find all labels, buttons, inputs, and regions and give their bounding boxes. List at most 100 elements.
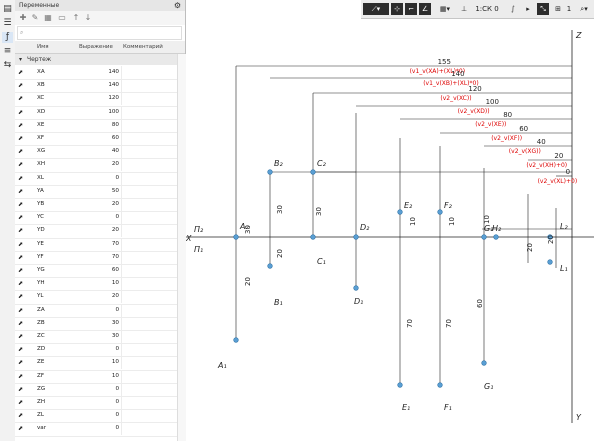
variable-name[interactable]: XD [37, 108, 46, 115]
variable-name[interactable]: YC [37, 214, 45, 221]
drawing-canvas[interactable]: ZXYП₂П₁155(v1_v(XA)+(XL)*0)140(v1_v(XB)+… [186, 18, 594, 441]
variable-value[interactable]: 20 [111, 293, 119, 300]
variable-value[interactable]: 70 [111, 240, 119, 247]
variable-value[interactable]: 70 [111, 253, 119, 260]
point-marker[interactable] [437, 209, 443, 215]
variable-value[interactable]: 40 [111, 148, 119, 155]
variable-name[interactable]: ZL [37, 412, 44, 419]
variable-name[interactable]: ZG [37, 385, 46, 392]
variable-comment[interactable] [121, 250, 178, 264]
line-style-button[interactable]: ⟋▾ [363, 3, 389, 15]
point-marker[interactable] [437, 382, 443, 388]
variable-comment[interactable] [121, 224, 178, 238]
variable-comment[interactable] [121, 396, 178, 409]
coordinate-system-select[interactable]: 1:СК 0 [475, 5, 499, 13]
variable-name[interactable]: YE [37, 240, 44, 247]
ortho-button[interactable]: ⌐ [405, 3, 417, 15]
point-marker[interactable] [267, 263, 273, 269]
variable-comment[interactable] [121, 237, 178, 251]
variable-name[interactable]: XC [37, 95, 45, 102]
variable-value[interactable]: 0 [115, 214, 119, 221]
tangent-button[interactable]: ∠ [419, 3, 431, 15]
variable-value[interactable]: 60 [111, 267, 119, 273]
variable-name[interactable]: XG [37, 148, 46, 155]
variable-name[interactable]: ZC [37, 333, 45, 339]
variable-value[interactable]: 10 [111, 372, 119, 379]
variable-comment[interactable] [121, 422, 178, 436]
move-down-icon[interactable]: ↓ [84, 13, 92, 22]
point-marker[interactable] [353, 285, 359, 291]
variable-name[interactable]: XE [37, 121, 45, 128]
variable-comment[interactable] [121, 290, 178, 304]
point-marker[interactable] [547, 259, 553, 265]
point-marker[interactable] [353, 234, 359, 240]
move-up-icon[interactable]: ↑ [72, 13, 80, 22]
point-marker[interactable] [310, 234, 316, 240]
variable-name[interactable]: YB [37, 201, 45, 207]
point-marker[interactable] [481, 234, 487, 240]
variable-comment[interactable] [121, 356, 178, 370]
snap-button[interactable]: ⊹ [391, 3, 403, 15]
point-marker[interactable] [233, 337, 239, 343]
curve-icon[interactable]: ∫ [511, 5, 515, 13]
variable-name[interactable]: ZE [37, 359, 45, 366]
filter-icon[interactable]: ▭ [58, 13, 66, 22]
step-value[interactable]: 1 [566, 5, 572, 13]
add-variable-icon[interactable]: ✚ [19, 13, 27, 22]
point-marker[interactable] [493, 234, 499, 240]
variable-name[interactable]: XB [37, 82, 45, 89]
variable-comment[interactable] [121, 277, 178, 291]
variable-name[interactable]: XH [37, 161, 46, 168]
variable-comment[interactable] [121, 343, 178, 357]
chevron-down-icon[interactable]: ▾ [19, 56, 23, 63]
header-name[interactable]: Имя [37, 44, 49, 50]
search-input[interactable]: ⌕ [17, 26, 182, 40]
variable-name[interactable]: YA [37, 187, 44, 194]
variable-value[interactable]: 50 [111, 187, 119, 194]
variable-value[interactable]: 80 [111, 121, 119, 128]
variable-name[interactable]: YH [37, 280, 45, 287]
point-marker[interactable] [481, 360, 487, 366]
variable-name[interactable]: ZH [37, 399, 46, 405]
variable-value[interactable]: 20 [111, 227, 119, 234]
variable-value[interactable]: 100 [108, 108, 119, 115]
align-icon[interactable]: ▸ [526, 5, 530, 13]
variable-value[interactable]: 10 [111, 280, 119, 287]
variable-comment[interactable] [121, 316, 178, 330]
properties-icon[interactable]: ☰ [3, 18, 12, 28]
panel-scrollbar[interactable] [177, 54, 186, 441]
variable-comment[interactable] [121, 211, 178, 225]
variable-name[interactable]: YL [37, 293, 44, 300]
point-marker[interactable] [267, 169, 273, 175]
variable-comment[interactable] [121, 158, 178, 172]
variable-value[interactable]: 0 [115, 385, 119, 392]
variable-comment[interactable] [121, 171, 178, 185]
variable-value[interactable]: 140 [108, 82, 119, 89]
variable-value[interactable]: 0 [115, 174, 119, 181]
variable-value[interactable]: 0 [115, 412, 119, 419]
variable-comment[interactable] [121, 79, 178, 93]
variable-value[interactable]: 0 [115, 306, 119, 313]
variable-value[interactable]: 0 [115, 346, 119, 353]
variable-name[interactable]: var [37, 425, 47, 432]
variable-value[interactable]: 10 [111, 359, 119, 366]
parametrize-button[interactable]: ⤡ [537, 3, 549, 15]
variable-value[interactable]: 120 [108, 95, 119, 102]
variable-value[interactable]: 60 [111, 135, 119, 141]
variable-comment[interactable] [121, 118, 178, 132]
